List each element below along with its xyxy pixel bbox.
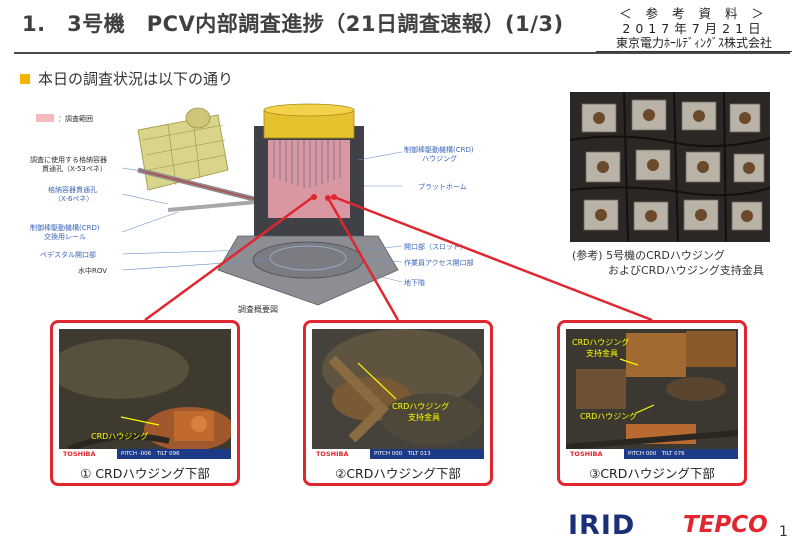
photo-2-graphic: CRDハウジング 支持金具 <box>312 329 484 459</box>
label-crd-rail-line2: 交換用レール <box>44 232 86 241</box>
photo-1-graphic: CRDハウジング <box>59 329 231 459</box>
label-crd-housing-line1: 制御棒駆動機構(CRD) <box>404 145 474 154</box>
photo-2-pointer <box>357 362 397 400</box>
reference-photo-caption: (参考) 5号機のCRDハウジング およびCRDハウジング支持金具 <box>572 248 764 278</box>
investigation-schematic: ：調査範囲 <box>30 103 476 314</box>
camera-brand: TOSHIBA <box>63 450 96 458</box>
label-crd-housing-line2: ハウジング <box>422 154 457 163</box>
title-divider <box>14 52 790 54</box>
photo-2-caption: ②CRDハウジング下部 <box>335 466 461 481</box>
label-penetration-x53: 調査に使用する格納容器 貫通孔（X-53ペネ） <box>30 155 109 173</box>
label-worker-access: 作業員アクセス開口部 <box>404 258 474 267</box>
target-point-2 <box>325 195 331 201</box>
camera-overlay-strip: TOSHIBA PITCH 000 TILT 076 <box>566 449 738 459</box>
penetration-scaffold <box>137 107 229 191</box>
label-pedestal-opening: ペデスタル開口部 <box>40 250 96 259</box>
camera-pitch-tilt: PITCH 000 TILT 076 <box>624 449 738 459</box>
photo-2-annotation-crd: CRDハウジング <box>392 401 449 411</box>
label-crd-rail: 制御棒駆動機構(CRD) 交換用レール <box>30 223 102 241</box>
label-platform: プラットホーム <box>418 183 467 191</box>
photo-2-annotation-bracket: 支持金具 <box>408 412 440 422</box>
photo-3-annotation-crd-top: CRDハウジング <box>572 337 629 347</box>
photo-3-graphic: CRDハウジング 支持金具 CRDハウジング <box>566 329 738 459</box>
label-penetration-x53-line1: 調査に使用する格納容器 <box>30 155 107 164</box>
label-rov: 水中ROV <box>78 266 107 275</box>
company-name: 東京電力ﾎｰﾙﾃﾞｨﾝｸﾞｽ株式会社 <box>596 36 792 52</box>
reference-label: ＜ 参 考 資 料 ＞ <box>619 6 769 21</box>
reference-material-block: ＜ 参 考 資 料 ＞ 2017年7月21日 東京電力ﾎｰﾙﾃﾞｨﾝｸﾞｽ株式会… <box>596 6 792 52</box>
label-slot: 開口部（スロット） <box>404 242 467 251</box>
photo-3-caption: ③CRDハウジング下部 <box>589 466 715 481</box>
reference-photo-unit5 <box>569 91 771 243</box>
photo-3-pointer-2 <box>635 404 655 414</box>
camera-brand: TOSHIBA <box>316 450 349 458</box>
photo-3: CRDハウジング 支持金具 CRDハウジング TOSHIBA PITCH 000… <box>566 329 738 459</box>
page-number: 1 <box>779 524 788 540</box>
photo-card-2: CRDハウジング 支持金具 TOSHIBA PITCH 000 TILT 013… <box>303 320 493 486</box>
label-penetration-x53-line2: 貫通孔（X-53ペネ） <box>42 164 107 173</box>
photo-3-pointer-1 <box>619 358 639 366</box>
label-crd-rail-line1: 制御棒駆動機構(CRD) <box>30 223 100 232</box>
photo-3-annotation-crd: CRDハウジング <box>580 411 637 421</box>
camera-pitch-tilt: PITCH 000 TILT 013 <box>370 449 484 459</box>
legend-swatch <box>36 114 54 122</box>
schematic-caption: 調査概要図 <box>238 304 278 314</box>
camera-pitch-tilt: PITCH -006 TILT 096 <box>117 449 231 459</box>
page-title: 1. 3号機 PCV内部調査進捗（21日調査速報）(1/3) <box>22 12 564 36</box>
label-crd-housing: 制御棒駆動機構(CRD) ハウジング <box>404 145 476 163</box>
photo-1-annotation-crd: CRDハウジング <box>91 431 148 441</box>
tepco-logo: TEPCO <box>683 512 768 538</box>
reference-photo-graphic <box>569 91 771 243</box>
label-penetration-x6-line1: 格納容器貫通孔 <box>48 185 97 194</box>
photo-card-3: CRDハウジング 支持金具 CRDハウジング TOSHIBA PITCH 000… <box>557 320 747 486</box>
label-penetration-x6: 格納容器貫通孔 （X-6ペネ） <box>48 185 99 203</box>
camera-brand: TOSHIBA <box>570 450 603 458</box>
reference-caption-line1: (参考) 5号機のCRDハウジング <box>572 249 725 262</box>
label-basement: 地下階 <box>404 278 425 287</box>
photo-3-annotation-bracket: 支持金具 <box>586 348 618 358</box>
photo-2: CRDハウジング 支持金具 TOSHIBA PITCH 000 TILT 013 <box>312 329 484 459</box>
target-point-3 <box>331 194 337 200</box>
label-penetration-x6-line2: （X-6ペネ） <box>54 195 93 203</box>
reference-caption-line2: およびCRDハウジング支持金具 <box>608 264 764 277</box>
photo-1-pointer <box>120 416 160 426</box>
document-date: 2017年7月21日 <box>622 21 766 36</box>
legend-label: ：調査範囲 <box>58 114 93 123</box>
irid-logo: IRID <box>568 510 636 541</box>
target-point-1 <box>311 194 317 200</box>
camera-overlay-strip: TOSHIBA PITCH 000 TILT 013 <box>312 449 484 459</box>
photo-1: CRDハウジング TOSHIBA PITCH -006 TILT 096 <box>59 329 231 459</box>
camera-overlay-strip: TOSHIBA PITCH -006 TILT 096 <box>59 449 231 459</box>
photo-1-caption: ① CRDハウジング下部 <box>80 466 210 481</box>
intro-text: 本日の調査状況は以下の通り <box>38 70 234 88</box>
photo-card-1: CRDハウジング TOSHIBA PITCH -006 TILT 096 ① C… <box>50 320 240 486</box>
bullet-square-icon <box>20 74 30 84</box>
